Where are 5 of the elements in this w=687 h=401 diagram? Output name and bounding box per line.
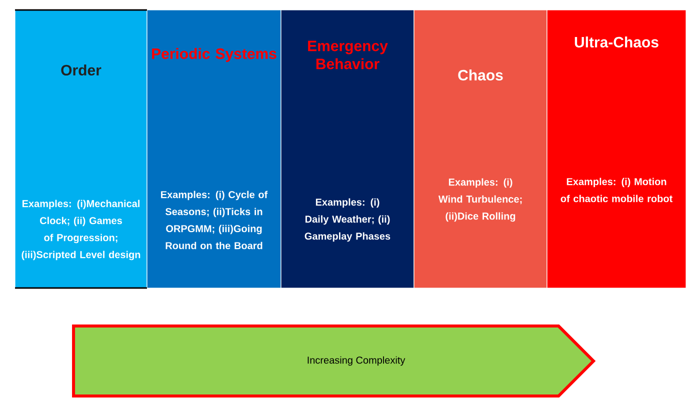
- category-column: Chaos Examples: (i) Wind Turbulence; (ii)Dice Rolling: [414, 10, 548, 288]
- category-column: Order Examples: (i)Mechanical Clock; (ii) Games of Progression; (iii)Scripted Level design: [14, 10, 148, 288]
- category-column: Ultra-Chaos Examples: (i) Motion of chaotic mobile robot: [546, 10, 686, 288]
- category-column: Periodic Systems Examples: (i) Cycle of Seasons; (ii)Ticks in ORPGMM; (iii)Going Round on the Board: [146, 10, 282, 288]
- category-column: Emergency Behavior Examples: (i) Daily Weather; (ii) Gameplay Phases: [280, 10, 414, 288]
